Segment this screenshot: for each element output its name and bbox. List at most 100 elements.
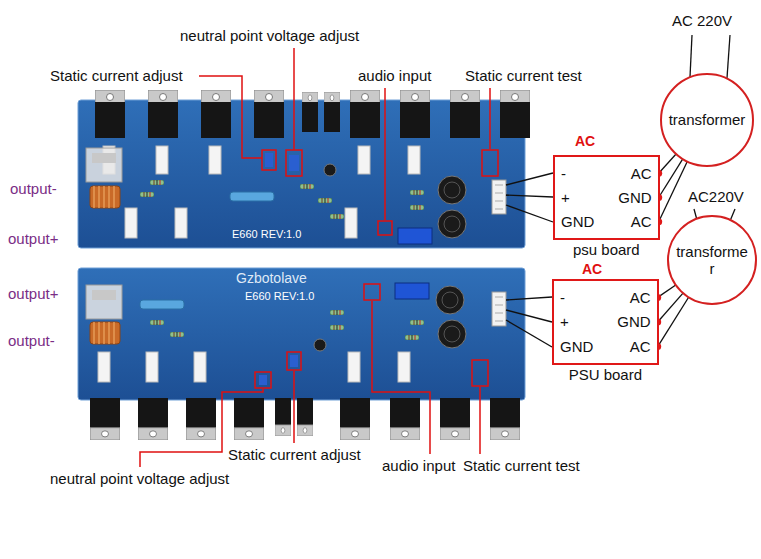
resistor: [330, 214, 344, 219]
electrolytic-capacitor: [444, 326, 460, 342]
resistor: [150, 320, 164, 325]
ceramic-resistor: [103, 146, 420, 238]
dc-supply-wire: [506, 297, 552, 300]
power-transistor: [95, 90, 125, 138]
terminal-label: GND: [618, 189, 651, 206]
resistor: [318, 198, 332, 203]
ceramic-resistor: [345, 208, 357, 238]
resistor: [405, 335, 419, 340]
callout-leader: [199, 76, 262, 158]
callout-leader: [262, 150, 276, 170]
text-holder: transforme r: [675, 243, 749, 278]
resistor: [300, 184, 314, 189]
resistor: [410, 205, 424, 210]
power-transistor: [302, 92, 318, 132]
power-connector: [495, 297, 503, 321]
resistor: [410, 190, 424, 195]
resistor: [150, 310, 424, 340]
callout-label: neutral point voltage adjust: [50, 470, 229, 487]
callout-leader: [479, 387, 481, 454]
power-transistor: [350, 90, 380, 138]
output-inductor: [90, 322, 120, 344]
text-holder: transformer: [665, 111, 749, 128]
callout-label: neutral point voltage adjust: [180, 27, 359, 44]
callout-leader: [255, 372, 271, 388]
electrolytic-capacitor: [438, 210, 466, 238]
electrolytic-capacitor: [442, 292, 458, 308]
ceramic-resistor: [146, 352, 158, 382]
ceramic-resistor: [209, 146, 221, 174]
relay: [86, 148, 122, 182]
callout-label: Static current test: [463, 457, 580, 474]
ceramic-resistor: [408, 146, 420, 174]
electrolytic-capacitor: [438, 320, 466, 348]
amplifier-board-bottom: [78, 268, 525, 440]
power-transistor: [297, 398, 313, 436]
psu-board-box: -AC+GNDGNDACpsu board: [553, 155, 660, 240]
terminal-label: GND: [561, 213, 594, 230]
resistor: [140, 180, 424, 219]
power-transistor: [275, 398, 291, 436]
power-transistor: [500, 90, 530, 138]
ceramic-resistor: [125, 208, 137, 238]
power-connector: [495, 185, 503, 209]
power-connector: [492, 180, 506, 214]
dc-supply-wire: [506, 173, 553, 185]
ac-wire: [659, 154, 676, 173]
power-transistor: [450, 90, 480, 138]
power-transistor: [201, 90, 231, 138]
relay: [92, 290, 116, 300]
trimpot: [259, 375, 267, 385]
callout-leader: [364, 284, 380, 300]
callout-leader: [482, 150, 498, 176]
ac-wire: [658, 293, 683, 322]
transformer-label: transformer: [665, 111, 749, 128]
mains-wire: [690, 35, 692, 77]
terminal-label: AC: [630, 289, 651, 306]
power-transistor: [490, 398, 520, 440]
terminal-label: +: [561, 189, 570, 206]
mains-voltage-label: AC 220V: [672, 12, 732, 29]
terminal-label: AC: [631, 213, 652, 230]
dc-supply-wire: [506, 205, 553, 222]
output-inductor: [90, 186, 120, 208]
output-inductor: [90, 322, 120, 344]
ceramic-resistor: [156, 146, 168, 174]
ceramic-resistor: [348, 352, 360, 382]
terminal-label: -: [560, 289, 565, 306]
power-connector: [492, 292, 506, 326]
board-heading: psu board: [573, 241, 640, 258]
output-terminal-label: output+: [8, 285, 58, 302]
output-inductor: [94, 322, 114, 344]
output-terminal-label: output+: [8, 230, 58, 247]
power-transistor: [138, 398, 168, 440]
electrolytic-capacitor: [438, 176, 466, 204]
transformer-circle: [661, 74, 753, 166]
callout-label: Static current adjust: [228, 446, 361, 463]
resistor: [410, 320, 424, 325]
dc-supply-wire: [506, 310, 552, 322]
resistor: [330, 325, 344, 330]
resistor: [330, 310, 344, 315]
trimpot: [289, 155, 299, 171]
callout-leader: [372, 301, 430, 454]
ceramic-resistor: [358, 146, 370, 174]
board-heading: PSU board: [569, 366, 642, 383]
callout-leader: [286, 150, 302, 176]
ac-wire: [658, 297, 689, 346]
ceramic-resistor: [398, 352, 410, 382]
dc-supply-wire: [506, 320, 552, 347]
power-transistor: [254, 90, 284, 138]
resistor: [170, 332, 184, 337]
callout-label: audio input: [382, 457, 455, 474]
electrolytic-capacitor: [444, 216, 460, 232]
mains-voltage-label: AC220V: [688, 188, 744, 205]
terminal-label: +: [560, 313, 569, 330]
film-capacitor: [395, 283, 429, 299]
ceramic-resistor: [175, 208, 187, 238]
resistor: [140, 192, 154, 197]
power-resistor: [140, 300, 184, 309]
dc-supply-wire: [506, 195, 553, 197]
output-terminal-label: output-: [10, 180, 57, 197]
power-transistor: [234, 398, 264, 440]
